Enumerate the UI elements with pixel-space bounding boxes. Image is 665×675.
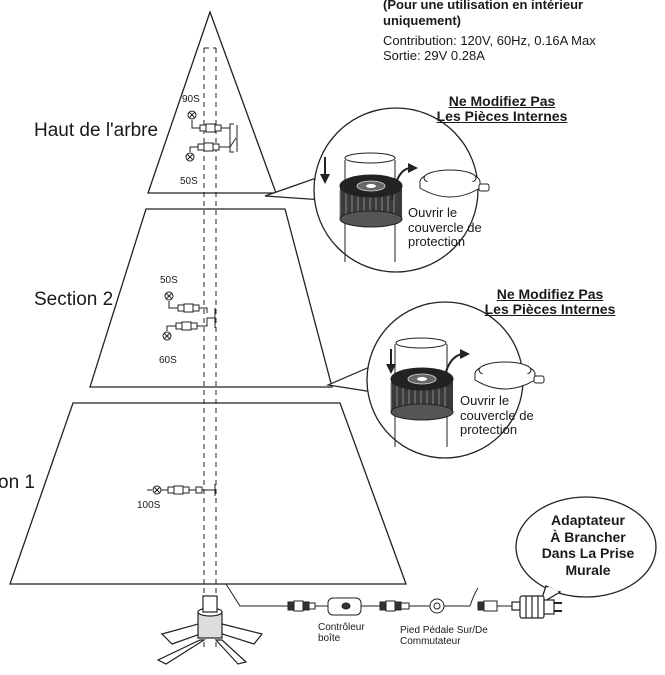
- tree-section-2: [89, 208, 333, 388]
- warning-upper: Ne Modifiez Pas Les Pièces Internes: [412, 94, 592, 123]
- warning-lower-line1: Ne Modifiez Pas: [496, 286, 604, 302]
- foot-pedal-label-line2: Commutateur: [400, 635, 461, 647]
- adapter-line3: Dans La Prise: [541, 545, 635, 562]
- light-string-mid-upper: [164, 291, 208, 313]
- callout-upper-line3: protection: [408, 234, 466, 250]
- spec-input: Contribution: 120V, 60Hz, 0.16A Max: [383, 33, 596, 48]
- cord-connector-2: [379, 600, 410, 612]
- section-label-1: on 1: [0, 472, 35, 493]
- callout-lower-line1: Ouvrir le: [460, 393, 510, 408]
- light-count-mid-lower: 60S: [159, 355, 177, 366]
- adapter-bubble: [515, 496, 657, 606]
- power-cord: [225, 583, 512, 607]
- foot-pedal-switch: [429, 598, 445, 614]
- controller-box: [327, 597, 362, 616]
- cord-connector-1: [287, 600, 316, 612]
- section-label-2: Section 2: [34, 289, 114, 310]
- controller-label: Contrôleur boîte: [318, 622, 365, 644]
- tree-section-top: [147, 10, 277, 194]
- callout-lower-line2: couvercle de: [460, 407, 534, 423]
- light-count-mid-upper: 50S: [160, 275, 178, 286]
- adapter-line1: Adaptateur: [551, 512, 625, 528]
- section-label-top: Haut de l'arbre: [34, 120, 159, 141]
- adapter-bubble-text: Adaptateur À Brancher Dans La Prise Mura…: [526, 512, 650, 578]
- callout-lower-text: Ouvrir le couvercle de protection: [460, 393, 534, 438]
- warning-lower-line2: Les Pièces Internes: [484, 300, 616, 317]
- cord-connector-3: [477, 600, 498, 612]
- spec-output: Sortie: 29V 0.28A: [383, 48, 485, 63]
- callout-upper-line1: Ouvrir le: [408, 205, 458, 220]
- callout-upper-text: Ouvrir le couvercle de protection: [408, 205, 482, 250]
- callout-lower-line3: protection: [460, 422, 518, 438]
- light-count-bottom: 100S: [137, 500, 161, 511]
- warning-upper-line1: Ne Modifiez Pas: [448, 93, 556, 109]
- callout-upper: [264, 107, 490, 273]
- light-string-mid-lower: [162, 308, 216, 341]
- light-count-top-lower: 50S: [180, 176, 198, 187]
- callout-lower: [325, 301, 545, 459]
- adapter-line4: Murale: [565, 561, 611, 578]
- tree-stand: [156, 595, 264, 665]
- callout-upper-line2: couvercle de: [408, 219, 482, 235]
- light-string-top-lower: [185, 125, 238, 162]
- controller-label-line1: Contrôleur: [318, 622, 365, 633]
- light-count-top-upper: 90S: [182, 94, 200, 105]
- light-string-bottom: [147, 484, 216, 496]
- warning-upper-line2: Les Pièces Internes: [436, 107, 568, 124]
- warning-lower: Ne Modifiez Pas Les Pièces Internes: [460, 287, 640, 316]
- spec-indoor-line1: (Pour une utilisation en intérieur: [383, 0, 584, 12]
- adapter-line2: À Brancher: [550, 528, 626, 545]
- foot-pedal-label-line1: Pied Pédale Sur/De: [400, 625, 488, 636]
- light-string-top-upper: [187, 110, 234, 133]
- spec-indoor-line2: uniquement): [383, 13, 461, 28]
- wall-adapter: [511, 595, 562, 619]
- controller-label-line2: boîte: [318, 632, 341, 644]
- tree-section-1: [9, 402, 407, 585]
- foot-pedal-label: Pied Pédale Sur/De Commutateur: [400, 625, 488, 647]
